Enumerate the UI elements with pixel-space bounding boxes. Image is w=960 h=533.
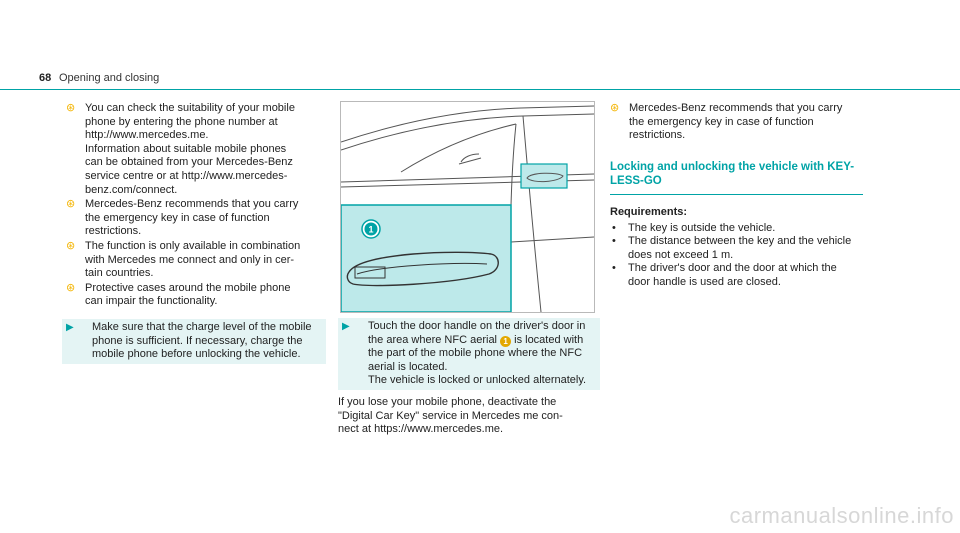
list-item: • The key is outside the vehicle. (610, 222, 865, 236)
section-heading: Locking and unlocking the vehicle with K… (610, 160, 863, 195)
action-step: ▶ Make sure that the charge level of the… (62, 318, 326, 364)
list-item: • The distance between the key and the ve… (610, 235, 865, 262)
info-note: ⊛ Mercedes-Benz recommends that you carr… (610, 102, 865, 143)
info-note-text: The function is only available in combin… (85, 239, 301, 280)
info-icon: ⊛ (66, 281, 76, 294)
bullet-icon: • (612, 262, 616, 275)
door-handle-illustration: 1 (340, 101, 595, 313)
info-note-text: Protective cases around the mobile phone… (85, 281, 291, 308)
info-note-text: You can check the suitability of your mo… (85, 102, 295, 196)
bullet-icon: • (612, 235, 616, 248)
info-note-text: Mercedes-Benz recommends that you carry … (629, 102, 843, 142)
info-icon: ⊛ (610, 102, 620, 114)
door-handle-drawing: 1 (341, 105, 594, 312)
requirements-block: Requirements: • The key is outside the ve… (610, 206, 865, 290)
watermark: carmanualsonline.info (729, 503, 954, 528)
left-column: ⊛ You can check the suitability of your … (62, 102, 326, 364)
page-number: 68 (39, 72, 52, 84)
bullet-icon: • (612, 221, 616, 234)
arrow-right-icon: ▶ (342, 321, 350, 332)
figure-callout-1: 1 (368, 225, 373, 235)
info-note: ⊛ Mercedes-Benz recommends that you carr… (66, 198, 326, 239)
requirements-title: Requirements: (610, 206, 688, 218)
info-icon: ⊛ (66, 239, 76, 252)
action-text: Make sure that the charge level of the m… (92, 320, 312, 361)
section-name: Opening and closing (59, 72, 160, 84)
requirements-list: • The key is outside the vehicle. • The di… (610, 222, 865, 290)
info-note: ⊛ Protective cases around the mobile pho… (66, 282, 326, 309)
list-item-text: The distance between the key and the veh… (628, 235, 852, 261)
info-note: ⊛ You can check the suitability of your … (66, 102, 326, 197)
action-step: ▶ Touch the door handle on the driver's … (338, 318, 600, 390)
paragraph: If you lose your mobile phone, deactivat… (338, 395, 563, 436)
info-icon: ⊛ (66, 102, 76, 114)
middle-column: ▶ Touch the door handle on the driver's … (338, 318, 600, 437)
list-item-text: The key is outside the vehicle. (628, 221, 776, 234)
info-note-text: Mercedes-Benz recommends that you carry … (85, 198, 299, 238)
action-text-start: Touch the door handle on the driver's do… (368, 320, 586, 346)
list-item: • The driver's door and the door at which… (610, 262, 865, 289)
action-text: Touch the door handle on the driver's do… (368, 320, 596, 388)
callout-badge: 1 (500, 335, 512, 347)
right-note: ⊛ Mercedes-Benz recommends that you carr… (610, 102, 865, 144)
info-icon: ⊛ (66, 198, 76, 211)
header-divider (0, 89, 960, 90)
list-item-text: The driver's door and the door at which … (628, 262, 837, 288)
info-note: ⊛ The function is only available in comb… (66, 240, 326, 281)
action-text-end: is located with the part of the mobile p… (368, 333, 587, 387)
arrow-right-icon: ▶ (66, 321, 74, 333)
